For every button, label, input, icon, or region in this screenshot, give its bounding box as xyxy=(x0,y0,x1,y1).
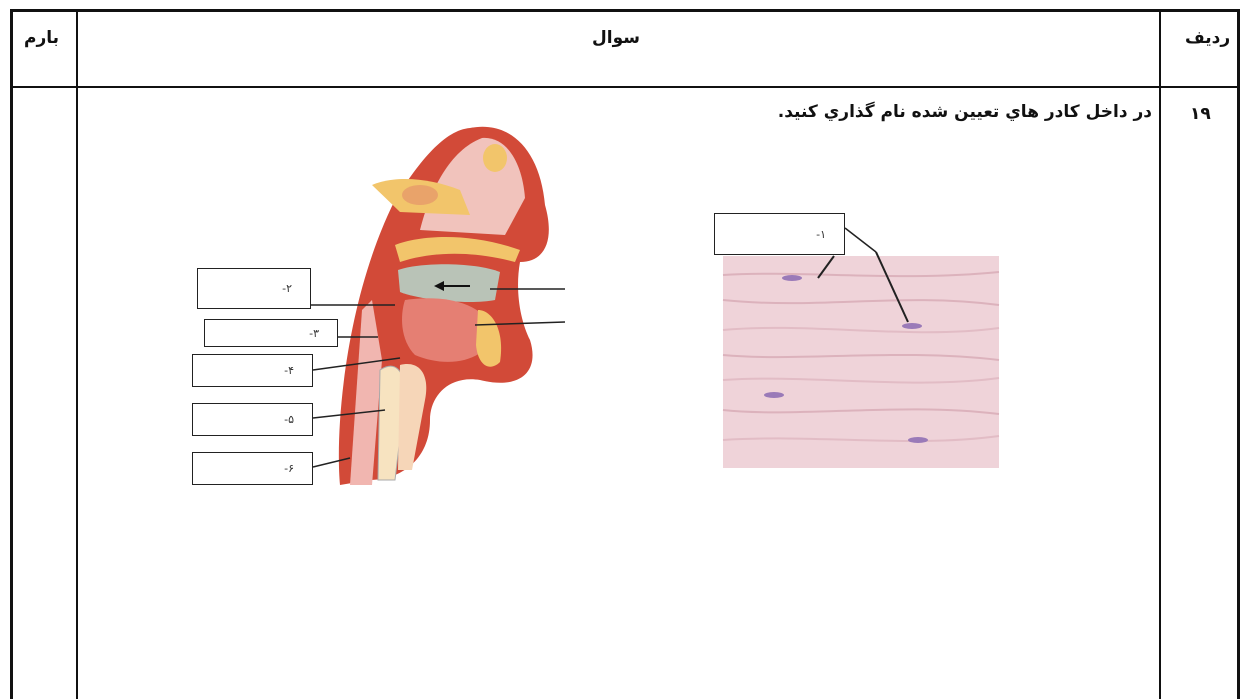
answer-box-6[interactable]: -۶ xyxy=(192,452,313,485)
nucleus xyxy=(782,275,802,281)
smooth-muscle-illustration xyxy=(723,256,999,468)
nucleus xyxy=(908,437,928,443)
leader-line-1a xyxy=(845,228,876,252)
answer-box-1[interactable]: -۱ xyxy=(714,213,845,255)
nucleus xyxy=(902,323,922,329)
nucleus xyxy=(764,392,784,398)
head-section-illustration xyxy=(339,127,549,485)
answer-box-4[interactable]: -۴ xyxy=(192,354,313,387)
answer-box-5[interactable]: -۵ xyxy=(192,403,313,436)
answer-box-3[interactable]: -۳ xyxy=(204,319,338,347)
answer-box-2[interactable]: -۲ xyxy=(197,268,311,309)
